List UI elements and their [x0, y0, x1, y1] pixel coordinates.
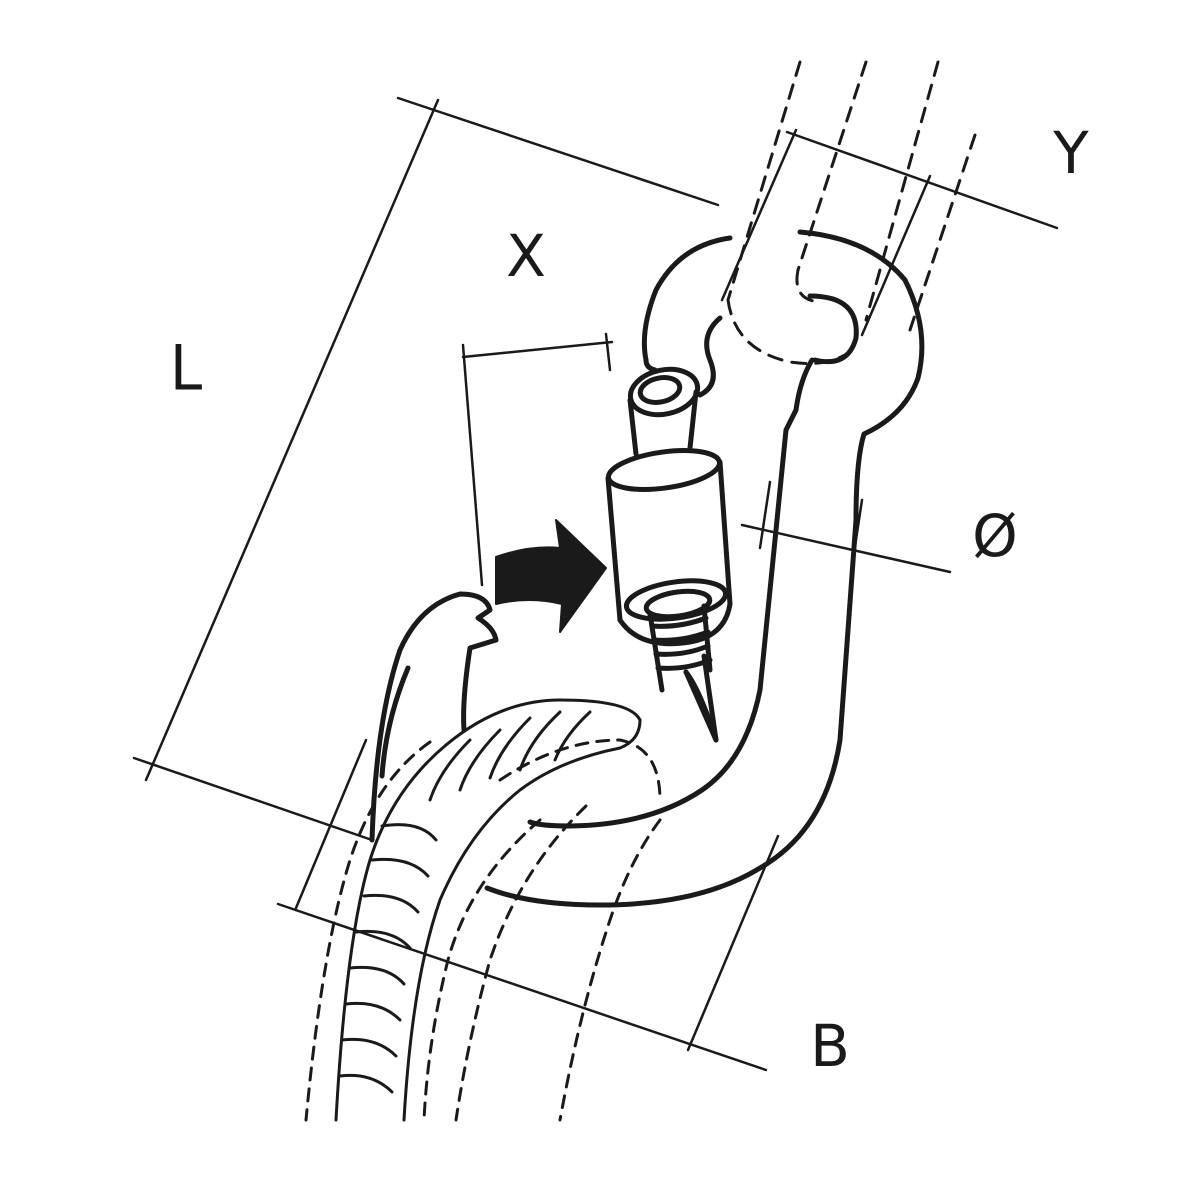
dim-line-d	[740, 523, 952, 574]
dim-line-y	[785, 130, 1059, 230]
dim-line-l	[396, 96, 720, 207]
screw-gate	[605, 366, 733, 743]
direction-arrow-icon	[495, 519, 607, 633]
dimension-lines	[132, 96, 1059, 1072]
dim-line-b	[276, 902, 768, 1072]
upper-rope	[726, 60, 977, 365]
dimension-label-diameter: Ø	[972, 502, 1018, 570]
dimension-label-l: L	[169, 331, 203, 405]
dim-line-x	[461, 340, 614, 359]
dimension-label-x: X	[506, 222, 546, 290]
dimension-label-b: B	[810, 1012, 850, 1080]
dimension-label-y: Y	[1053, 119, 1089, 187]
hook-body	[369, 229, 925, 908]
lower-rope	[304, 698, 662, 1122]
